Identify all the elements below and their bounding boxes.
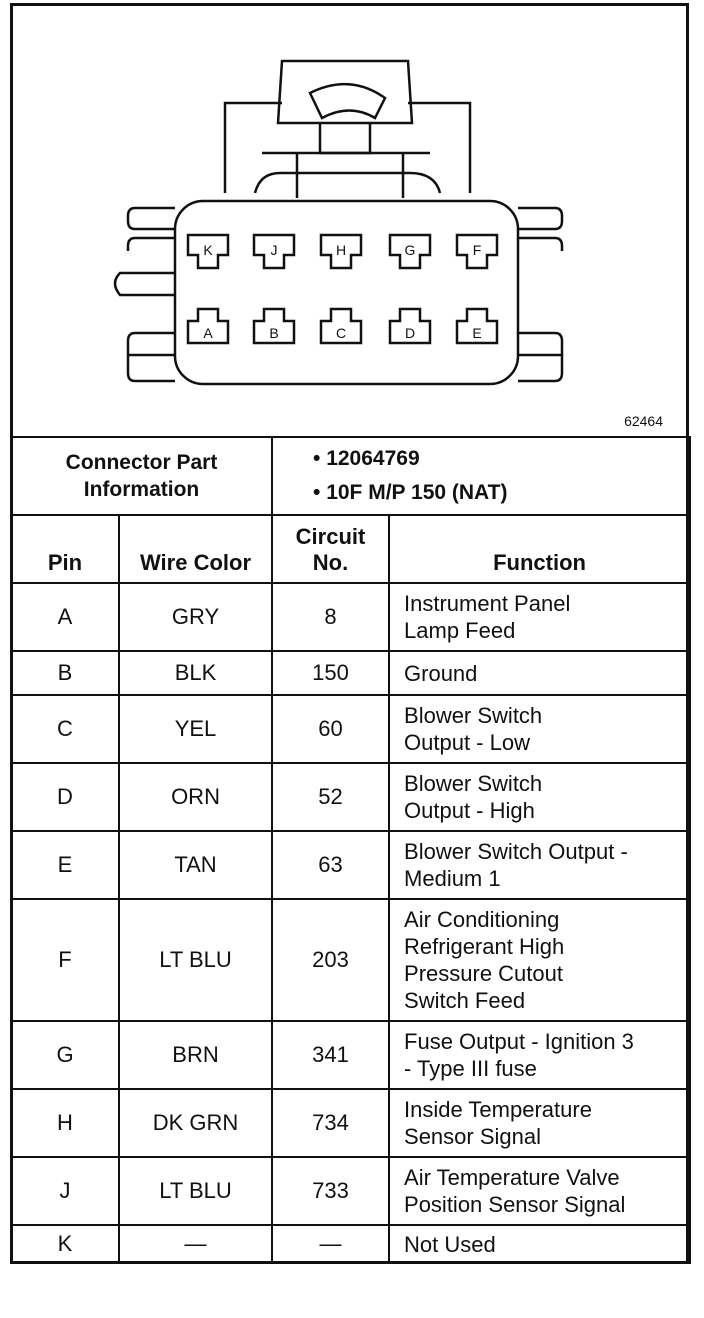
pinout-table: Connector Part Information • 12064769 • … [9,436,692,1264]
wire-color-cell: BRN [117,1020,274,1090]
function-cell: Ground [388,650,692,696]
figure-reference-number: 62464 [624,413,663,429]
wire-color-cell: — [117,1224,274,1264]
pin-cell: D [10,762,120,832]
function-line: Air Temperature Valve [404,1165,620,1190]
pin-label-k: K [203,242,213,258]
circuit-cell: 150 [271,650,391,696]
connector-info-label: Connector Part Information [9,436,274,516]
table-row: K——Not Used [10,1224,692,1264]
function-line: Output - High [404,798,535,823]
connector-part-number: • 12064769 [313,447,420,470]
circuit-cell: 203 [271,898,391,1022]
pin-label-e: E [472,325,481,341]
column-header-wire-color: Wire Color [117,514,274,584]
function-line: Air Conditioning [404,907,560,932]
pin-cell: B [10,650,120,696]
function-line: Sensor Signal [404,1124,541,1149]
function-line: Ground [404,660,478,686]
pin-label-j: J [271,242,278,258]
function-line: Instrument Panel [404,591,571,616]
connector-drawing: K J H G F A B C D E [113,59,564,386]
function-cell: Not Used [388,1224,692,1264]
pin-cell: J [10,1156,120,1226]
function-line: Pressure Cutout [404,961,563,986]
pin-label-b: B [269,325,278,341]
wire-color-cell: BLK [117,650,274,696]
circuit-header-line2: No. [312,550,349,575]
column-header-circuit: Circuit No. [271,514,391,584]
circuit-cell: 63 [271,830,391,900]
wire-color-cell: ORN [117,762,274,832]
pin-cell: C [10,694,120,764]
function-line: Blower Switch [404,703,543,728]
function-cell: Blower Switch Output -Medium 1 [388,830,692,900]
pin-label-f: F [473,242,482,258]
wire-color-cell: LT BLU [117,898,274,1022]
function-line: Fuse Output - Ignition 3 [404,1029,634,1054]
function-line: Not Used [404,1231,496,1257]
function-cell: Fuse Output - Ignition 3- Type III fuse [388,1020,692,1090]
connector-info-values: • 12064769 • 10F M/P 150 (NAT) [271,436,692,516]
function-line: Lamp Feed [404,618,516,643]
wire-color-cell: GRY [117,582,274,652]
pin-cell: G [10,1020,120,1090]
pin-cell: H [10,1088,120,1158]
pin-cell: A [10,582,120,652]
pin-label-h: H [336,242,346,258]
circuit-cell: 8 [271,582,391,652]
function-line: Medium 1 [404,866,501,891]
column-header-function: Function [388,514,692,584]
wire-color-cell: YEL [117,694,274,764]
pin-label-d: D [405,325,415,341]
pin-label-c: C [336,325,346,341]
function-line: Position Sensor Signal [404,1192,626,1217]
pin-cell: F [10,898,120,1022]
function-line: - Type III fuse [404,1056,537,1081]
function-line: Output - Low [404,730,530,755]
circuit-header-line1: Circuit [295,524,366,549]
pin-cell: K [10,1224,120,1264]
function-line: Blower Switch [404,771,543,796]
circuit-cell: 52 [271,762,391,832]
connector-description: • 10F M/P 150 (NAT) [313,481,508,504]
circuit-cell: 734 [271,1088,391,1158]
function-line: Switch Feed [404,988,526,1013]
function-line: Blower Switch Output - [404,839,628,864]
wire-color-cell: TAN [117,830,274,900]
pin-label-g: G [405,242,416,258]
pin-cell: E [10,830,120,900]
wire-color-cell: LT BLU [117,1156,274,1226]
column-header-pin: Pin [10,514,120,584]
circuit-cell: 60 [271,694,391,764]
circuit-cell: 733 [271,1156,391,1226]
circuit-cell: 341 [271,1020,391,1090]
function-line: Inside Temperature [404,1097,592,1122]
wire-color-cell: DK GRN [117,1088,274,1158]
pin-label-a: A [203,325,213,341]
connector-diagram: K J H G F A B C D E 62464 [10,3,689,437]
function-line: Refrigerant High [404,934,565,959]
circuit-cell: — [271,1224,391,1264]
